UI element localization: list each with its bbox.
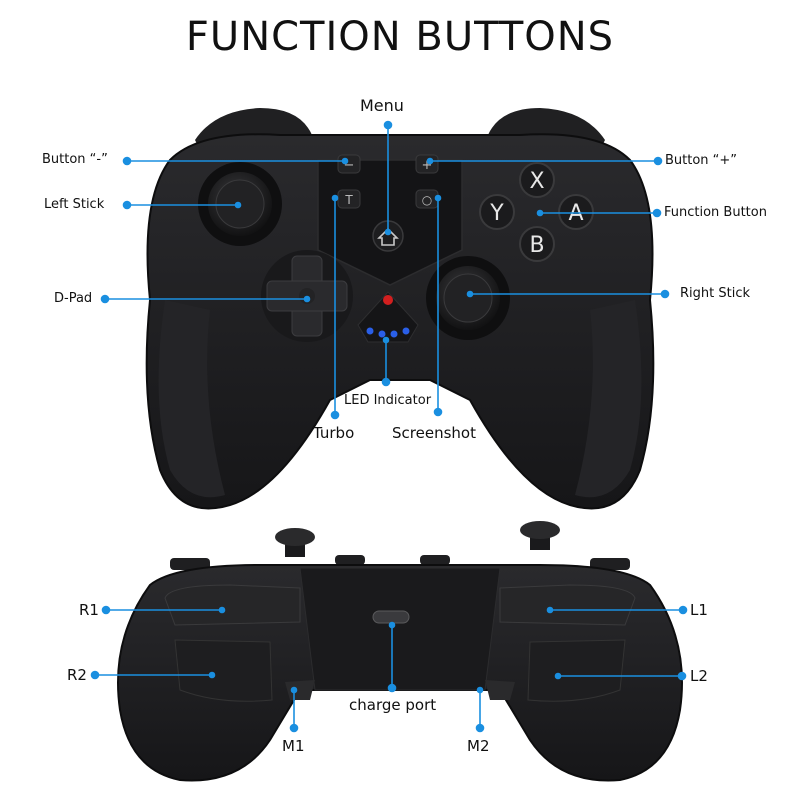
turbo-button-glyph: T [344, 193, 353, 207]
center-buttons: − + T ○ [337, 154, 439, 252]
label-m1: M1 [282, 737, 305, 755]
label-l1: L1 [690, 601, 708, 619]
face-button-y: Y [489, 201, 504, 226]
back-controller [117, 521, 683, 782]
label-right-stick: Right Stick [680, 286, 751, 301]
label-dpad: D-Pad [54, 291, 93, 306]
label-charge-port: charge port [349, 696, 437, 714]
label-screenshot: Screenshot [392, 424, 476, 442]
screenshot-button-glyph: ○ [422, 193, 432, 207]
back-callouts [90, 605, 688, 733]
label-function-button: Function Button [664, 205, 767, 220]
right-stick [426, 256, 510, 340]
label-r2: R2 [67, 666, 87, 684]
page-title: FUNCTION BUTTONS [185, 14, 615, 60]
charge-port [372, 610, 410, 624]
label-left-stick: Left Stick [44, 197, 105, 212]
label-turbo: Turbo [313, 424, 355, 442]
front-callouts [100, 120, 670, 420]
plus-button-glyph: + [422, 158, 433, 173]
label-r1: R1 [79, 601, 99, 619]
led-indicator [357, 291, 419, 343]
face-buttons: X Y A B [479, 162, 594, 262]
label-m2: M2 [467, 737, 490, 755]
label-l2: L2 [690, 667, 708, 685]
label-button-minus: Button “-” [42, 152, 108, 167]
label-button-plus: Button “+” [665, 153, 738, 168]
front-controller: X Y A B − + T ○ [145, 108, 655, 510]
face-button-b: B [529, 233, 544, 258]
label-menu: Menu [360, 96, 404, 115]
label-led-indicator: LED Indicator [344, 393, 432, 408]
face-button-x: X [529, 169, 544, 194]
minus-button-glyph: − [344, 158, 355, 173]
